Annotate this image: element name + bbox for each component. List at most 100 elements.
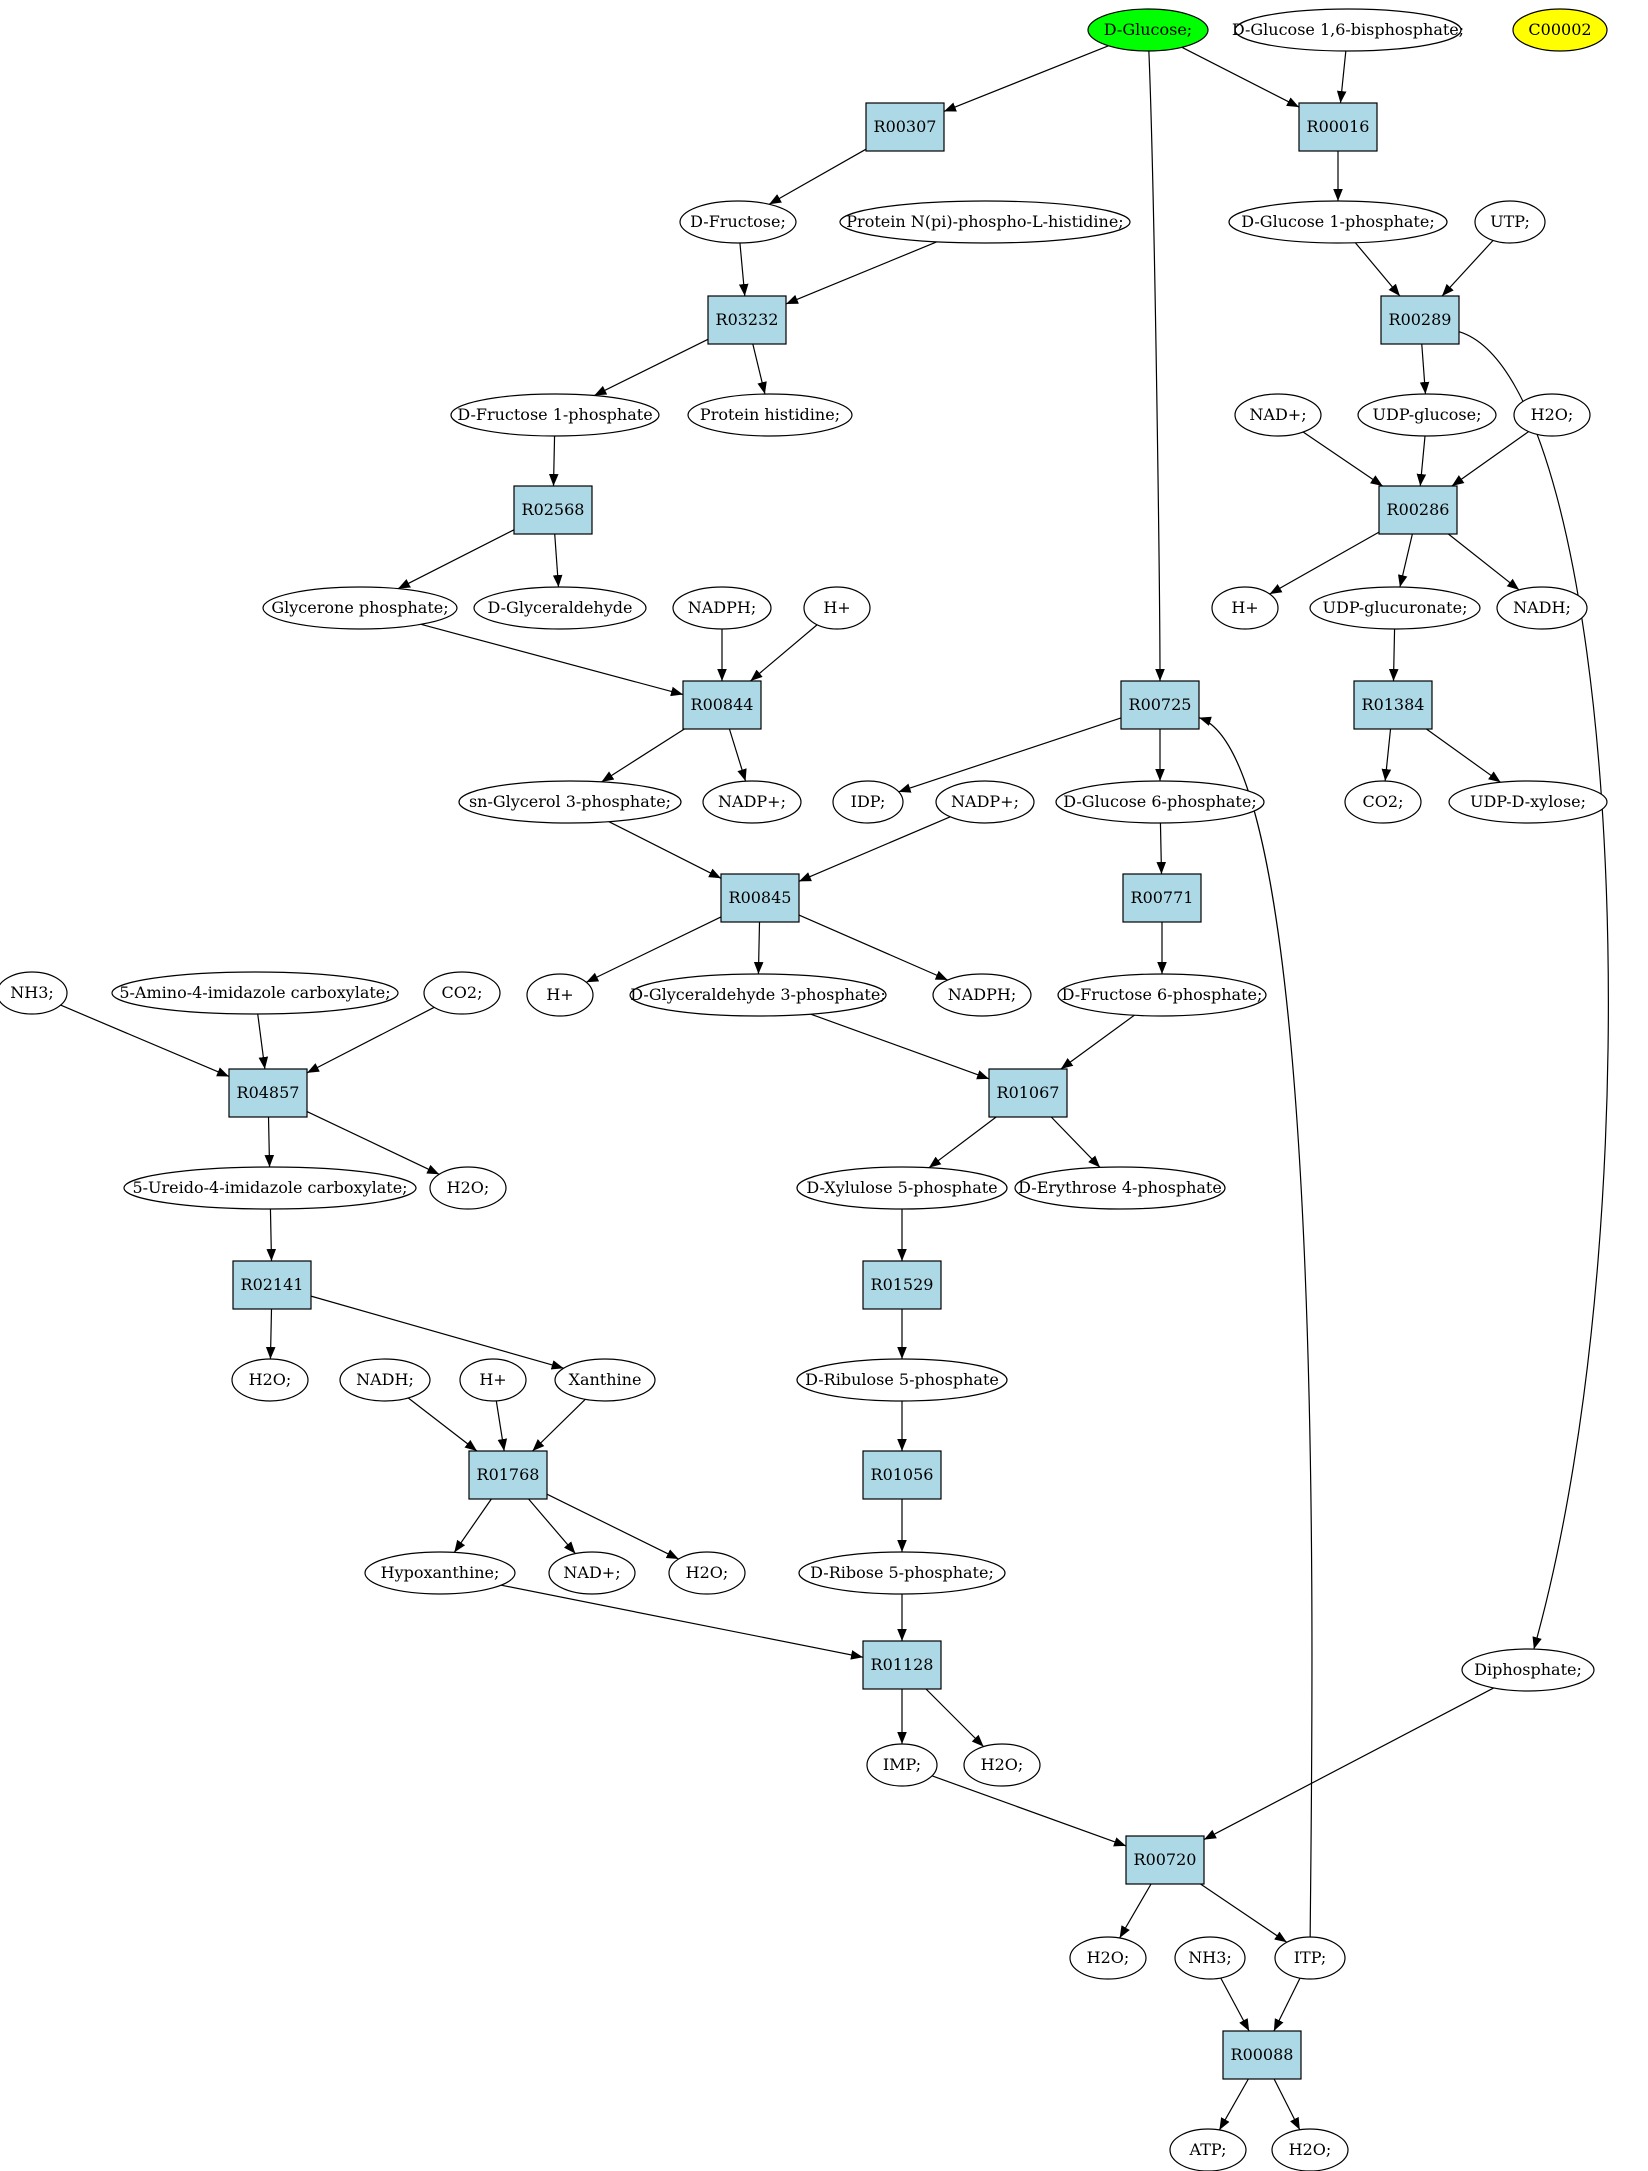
compound-node-glc16bp[interactable]: D-Glucose 1,6-bisphosphate; [1232,8,1464,52]
compound-node-nadh2[interactable]: NADH; [339,1358,431,1402]
node-label: R00845 [729,888,792,907]
compound-node-glc6p[interactable]: D-Glucose 6-phosphate; [1055,780,1265,824]
compound-node-hplus4[interactable]: H+ [459,1358,527,1402]
compound-node-atp[interactable]: ATP; [1169,2128,1247,2171]
compound-node-nh3_a[interactable]: NH3; [0,971,68,1015]
compound-node-h2o_d[interactable]: H2O; [668,1551,746,1595]
edge-R02141-to-xan [310,1295,564,1370]
compound-node-r5p[interactable]: D-Ribose 5-phosphate; [798,1551,1006,1595]
compound-node-udpglc[interactable]: UDP-glucose; [1357,393,1497,437]
compound-ellipse [1274,1936,1346,1980]
reaction-node-R01128[interactable]: R01128 [862,1640,942,1690]
node-label: H+ [1231,598,1258,617]
compound-ellipse [1496,586,1588,630]
compound-node-g3p[interactable]: sn-Glycerol 3-phosphate; [458,780,682,824]
compound-node-rib5p_d[interactable]: D-Ribulose 5-phosphate [796,1358,1008,1402]
compound-ellipse [629,973,887,1017]
compound-node-nadp1[interactable]: NAD+; [1234,393,1322,437]
node-label: ATP; [1189,2140,1227,2159]
compound-node-glyald[interactable]: D-Glyceraldehyde [473,586,647,630]
edge-R00286-to-nadh1 [1447,533,1520,591]
compound-node-aica[interactable]: 5-Amino-4-imidazole carboxylate; [111,971,399,1015]
compound-node-nadph1[interactable]: NADPH; [672,586,772,630]
compound-node-idp[interactable]: IDP; [832,780,904,824]
compound-node-h2o_a[interactable]: H2O; [1513,393,1591,437]
edge-R02568-to-glyald [552,533,563,588]
compound-node-nadpp1[interactable]: NADP+; [702,780,802,824]
compound-node-fru6p[interactable]: D-Fructose 6-phosphate; [1057,973,1267,1017]
reaction-node-R01529[interactable]: R01529 [862,1260,942,1310]
compound-ellipse [1055,780,1265,824]
edge-nh3_a-to-R04857 [60,1004,230,1078]
compound-node-phis2[interactable]: Protein histidine; [687,393,853,437]
reaction-node-R00307[interactable]: R00307 [865,102,945,152]
reaction-node-R00845[interactable]: R00845 [720,873,800,923]
compound-node-phis[interactable]: Protein N(pi)-phospho-L-histidine; [839,200,1131,244]
node-label: Xanthine [569,1370,642,1389]
compound-node-nadph2[interactable]: NADPH; [932,973,1032,1017]
compound-node-h2o_c[interactable]: H2O; [231,1358,309,1402]
edge-aica-to-R04857 [257,1013,269,1070]
compound-ellipse [1228,200,1448,244]
reaction-node-R00720[interactable]: R00720 [1125,1835,1205,1885]
compound-node-fru1p[interactable]: D-Fructose 1-phosphate [450,393,660,437]
reaction-node-R00844[interactable]: R00844 [682,680,762,730]
reaction-node-R01067[interactable]: R01067 [988,1068,1068,1118]
compound-node-imp[interactable]: IMP; [866,1743,938,1787]
edge-gap-to-R01067 [810,1013,990,1080]
compound-node-nadpp2[interactable]: NADP+; [935,780,1035,824]
compound-ellipse [429,1166,507,1210]
reaction-node-R04857[interactable]: R04857 [228,1068,308,1118]
compound-node-itp[interactable]: ITP; [1274,1936,1346,1980]
reaction-node-R02568[interactable]: R02568 [513,485,593,535]
compound-node-udpglcu[interactable]: UDP-glucuronate; [1309,586,1481,630]
compound-ellipse [1357,393,1497,437]
reaction-node-R00016[interactable]: R00016 [1298,102,1378,152]
reaction-box [707,295,787,345]
compound-node-utp[interactable]: UTP; [1474,200,1546,244]
edge-xan-to-R01768 [532,1398,586,1452]
edge-R03232-to-phis2 [752,343,767,395]
compound-node-glc[interactable]: D-Glucose; [1087,8,1209,52]
compound-node-glc1p[interactable]: D-Glucose 1-phosphate; [1228,200,1448,244]
reaction-node-R02141[interactable]: R02141 [232,1260,312,1310]
compound-node-gnp[interactable]: Glycerone phosphate; [262,586,458,630]
compound-node-c00002[interactable]: C00002 [1512,8,1608,52]
compound-node-ery4p[interactable]: D-Erythrose 4-phosphate [1014,1166,1226,1210]
compound-node-h2o_b[interactable]: H2O; [429,1166,507,1210]
compound-node-fru[interactable]: D-Fructose; [679,200,797,244]
compound-node-hypx[interactable]: Hypoxanthine; [364,1551,516,1595]
compound-node-gap[interactable]: D-Glyceraldehyde 3-phosphate; [629,973,887,1017]
compound-node-xan[interactable]: Xanthine [554,1358,656,1402]
compound-node-nadh1[interactable]: NADH; [1496,586,1588,630]
compound-node-hplus2[interactable]: H+ [1211,586,1279,630]
compound-ellipse [1474,200,1546,244]
reaction-node-R00725[interactable]: R00725 [1120,680,1200,730]
compound-node-co2_a[interactable]: CO2; [1344,780,1422,824]
compound-node-h2o_e[interactable]: H2O; [963,1743,1041,1787]
reaction-node-R00286[interactable]: R00286 [1378,485,1458,535]
reaction-node-R00289[interactable]: R00289 [1380,295,1460,345]
compound-node-nadp3[interactable]: NAD+; [548,1551,636,1595]
nodes-layer: D-Glucose; D-Glucose 1,6-bisphosphate; C00… [0,8,1608,2171]
reaction-node-R00088[interactable]: R00088 [1222,2030,1302,2080]
compound-node-uica[interactable]: 5-Ureido-4-imidazole carboxylate; [123,1166,417,1210]
compound-node-co2_b[interactable]: CO2; [423,971,501,1015]
compound-node-diph[interactable]: Diphosphate; [1461,1648,1595,1692]
compound-node-h2o_g[interactable]: H2O; [1271,2128,1349,2171]
compound-node-hplus3[interactable]: H+ [526,973,594,1017]
compound-node-nh3_b[interactable]: NH3; [1174,1936,1246,1980]
reaction-node-R03232[interactable]: R03232 [707,295,787,345]
compound-node-xyl5p[interactable]: D-Xylulose 5-phosphate [796,1166,1008,1210]
compound-node-udpxyl[interactable]: UDP-D-xylose; [1448,780,1608,824]
reaction-node-R01768[interactable]: R01768 [468,1450,548,1500]
reaction-node-R01384[interactable]: R01384 [1353,680,1433,730]
compound-node-hplus1[interactable]: H+ [803,586,871,630]
reaction-node-R01056[interactable]: R01056 [862,1450,942,1500]
reaction-node-R00771[interactable]: R00771 [1122,873,1202,923]
compound-node-h2o_f[interactable]: H2O; [1069,1936,1147,1980]
node-label: D-Fructose 6-phosphate; [1062,985,1263,1004]
compound-ellipse [339,1358,431,1402]
edge-R02141-to-h2o_c [265,1308,276,1360]
